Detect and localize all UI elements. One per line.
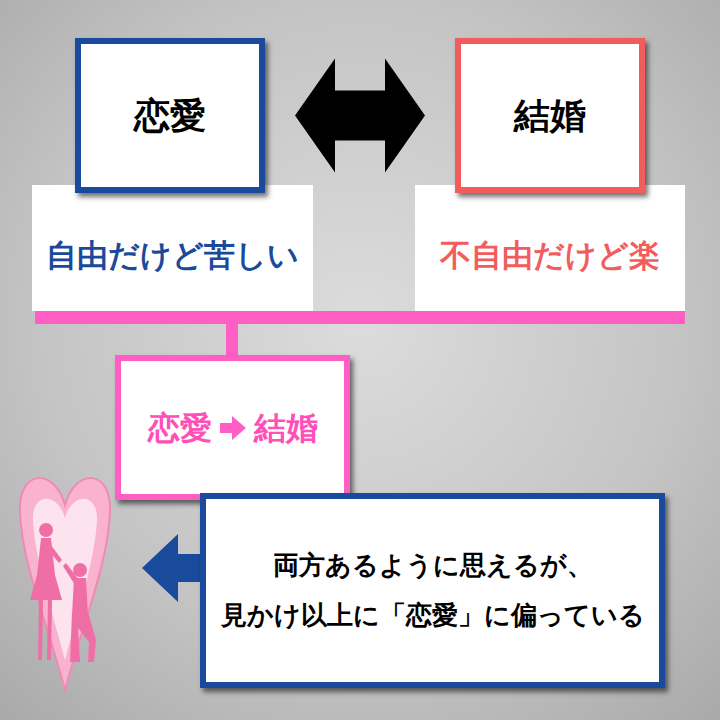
term-box: 結婚 — [455, 38, 645, 193]
arrow-symbol-shape — [220, 416, 246, 440]
couple-figures — [30, 523, 96, 662]
double-arrow — [295, 59, 425, 173]
description-text: 自由だけど苦しい — [46, 236, 299, 275]
result-box: 恋愛 結婚 — [115, 355, 350, 500]
result-label: 恋愛 — [148, 408, 212, 448]
heart-shape — [20, 478, 110, 690]
result-label: 結婚 — [254, 408, 318, 448]
description-panel: 自由だけど苦しい — [32, 185, 313, 311]
term-label: 恋愛 — [134, 93, 206, 138]
arrow-symbol — [218, 413, 248, 443]
couple-illustration — [20, 478, 110, 690]
text-group: 結婚 — [514, 93, 586, 138]
term-label: 結婚 — [514, 93, 586, 138]
text-group: 両方あるように思えるが、 見かけ以上に「恋愛」に偏っている — [206, 541, 659, 640]
bracket-bar — [35, 311, 685, 324]
text-group: 恋愛 — [134, 93, 206, 138]
note-text: 両方あるように思えるが、 見かけ以上に「恋愛」に偏っている — [216, 541, 649, 640]
text-group: 自由だけど苦しい — [46, 236, 299, 275]
description-panel: 不自由だけど楽 — [415, 185, 685, 311]
term-box: 恋愛 — [75, 38, 265, 193]
bracket-stem — [226, 320, 238, 360]
note-box: 両方あるように思えるが、 見かけ以上に「恋愛」に偏っている — [200, 493, 665, 688]
pointer-arrow — [142, 534, 205, 602]
description-text: 不自由だけど楽 — [440, 236, 660, 275]
text-group: 不自由だけど楽 — [440, 236, 660, 275]
text-group: 恋愛 結婚 — [148, 408, 318, 448]
